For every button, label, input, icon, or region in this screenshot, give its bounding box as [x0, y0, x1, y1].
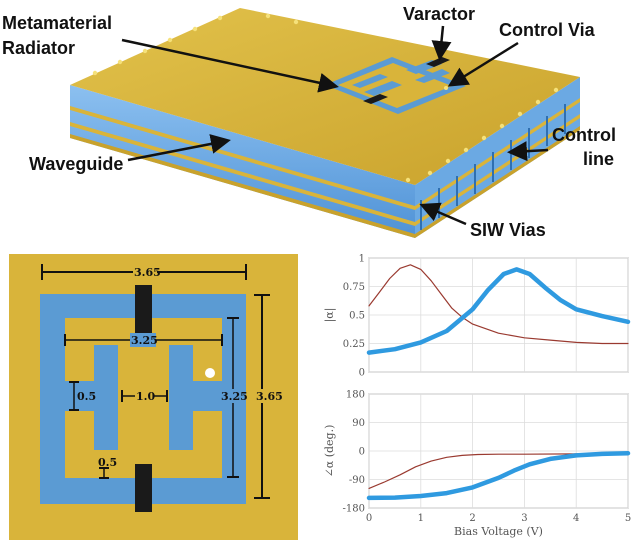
label-control-via: Control Via [499, 20, 596, 40]
x-tick-label: 3 [521, 513, 527, 524]
y-axis-label: |α| [323, 308, 337, 323]
arrow-waveguide [127, 134, 231, 162]
label-control-line-1: Control [552, 125, 616, 145]
arrow-control-via [447, 41, 519, 87]
radiator-3d-shape [325, 57, 466, 114]
y-tick-label: 90 [352, 418, 365, 429]
left-resonator-bar [94, 345, 118, 450]
dim-bottom-gap: 0.5 [98, 456, 117, 469]
y-tick-label: 1 [359, 254, 365, 265]
top-vias [92, 13, 559, 183]
x-axis-label: Bias Voltage (V) [454, 525, 543, 538]
y-tick-label: 0.5 [349, 311, 365, 322]
label-control-line-2: line [583, 149, 614, 169]
y-tick-label: -180 [343, 504, 365, 515]
label-metamaterial-1: Metamaterial [2, 13, 112, 33]
x-tick-label: 4 [573, 513, 579, 524]
dim-gap: 1.0 [136, 390, 155, 403]
y-tick-label: 0 [359, 368, 365, 379]
dim-outer-width: 3.65 [134, 266, 161, 279]
y-tick-label: 180 [346, 390, 365, 401]
magnitude-chart: 0 0.25 0.5 0.75 1 |α| [323, 254, 631, 379]
board-3d [70, 8, 580, 238]
y-tick-label: 0 [359, 447, 365, 458]
y-axis-label: ∠α (deg.) [323, 425, 336, 478]
gold-layer-right-3 [415, 126, 580, 238]
dim-arm-width: 0.5 [77, 390, 96, 403]
arrow-siw-vias [419, 202, 467, 226]
series-line-thin [368, 264, 629, 345]
gold-layer-left-1 [70, 106, 415, 210]
arrow-varactor [431, 25, 452, 61]
y-tick-label: 0.25 [343, 339, 365, 350]
dim-outer-height: 3.65 [256, 390, 283, 403]
control-via-dot [205, 368, 215, 378]
right-resonator-bar [169, 345, 193, 450]
varactor-top [135, 285, 152, 339]
varactor-bottom [135, 464, 152, 512]
x-tick-label: 1 [418, 513, 424, 524]
left-resonator-arm [65, 381, 94, 411]
series-line-thick [366, 450, 631, 501]
label-siw-vias: SIW Vias [470, 220, 546, 240]
gold-layer-left-2 [70, 122, 415, 226]
dim-inner-width: 3.25 [131, 334, 158, 347]
y-tick-label: 0.75 [343, 282, 365, 293]
arrow-control-line [507, 141, 549, 162]
series-line-thin [368, 453, 629, 489]
arrow-metamaterial [121, 38, 339, 93]
right-resonator-arm [193, 381, 222, 411]
board-top-surface [70, 8, 580, 185]
dim-inner-height: 3.25 [221, 390, 248, 403]
x-tick-label: 5 [625, 513, 631, 524]
x-tick-label: 2 [469, 513, 475, 524]
unit-cell-drawing: 3.65 3.25 3.65 3.25 1.0 0.5 0.5 [9, 254, 298, 540]
gold-layer-left-3 [70, 134, 415, 238]
x-tick-label: 0 [366, 513, 372, 524]
label-varactor: Varactor [403, 4, 475, 24]
varactor-bottom-3d [363, 94, 388, 104]
series-line-thick [366, 267, 631, 355]
label-metamaterial-2: Radiator [2, 38, 75, 58]
phase-chart: 0 1 2 3 4 5 -180 -90 0 90 180 ∠α (deg.) Bias Voltage… [323, 390, 631, 539]
label-waveguide: Waveguide [29, 154, 123, 174]
y-tick-label: -90 [349, 475, 365, 486]
